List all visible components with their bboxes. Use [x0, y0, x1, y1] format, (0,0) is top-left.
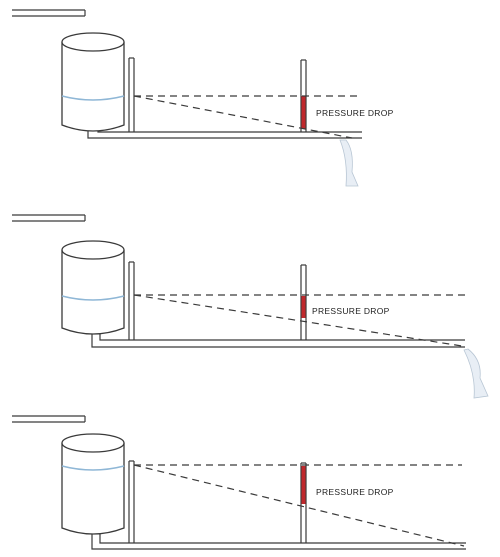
water-tank — [61, 433, 125, 535]
panel-1: PRESSURE DROP — [12, 9, 394, 187]
pressure-drop-label: PRESSURE DROP — [316, 108, 394, 118]
supply-spout — [12, 9, 86, 17]
panel-2: PRESSURE DROP — [12, 214, 489, 399]
water-surface — [61, 295, 125, 301]
water-surface — [61, 95, 125, 101]
horizontal-pipe — [91, 528, 466, 550]
standpipe-near-tank — [128, 57, 135, 132]
standpipe-near-tank — [128, 460, 135, 543]
hydraulic-grade-line — [133, 95, 353, 139]
pressure-drop-column — [301, 296, 306, 318]
pressure-drop-label: PRESSURE DROP — [312, 306, 390, 316]
standpipe-midway — [300, 264, 307, 340]
supply-spout — [12, 415, 86, 423]
water-tank — [61, 32, 125, 132]
pressure-drop-label: PRESSURE DROP — [316, 487, 394, 497]
hydraulic-grade-line — [133, 294, 463, 347]
pressure-drop-column — [301, 466, 306, 504]
pressure-drop-column — [301, 96, 306, 129]
panel-3: PRESSURE DROP — [12, 415, 466, 550]
hydraulic-grade-line — [133, 464, 465, 547]
standpipe-midway — [300, 462, 307, 543]
outflow-stream — [339, 139, 359, 187]
supply-spout — [12, 214, 86, 222]
standpipe-near-tank — [128, 261, 135, 340]
water-tank — [61, 240, 125, 335]
outflow-stream — [463, 348, 489, 399]
water-surface — [61, 465, 125, 471]
